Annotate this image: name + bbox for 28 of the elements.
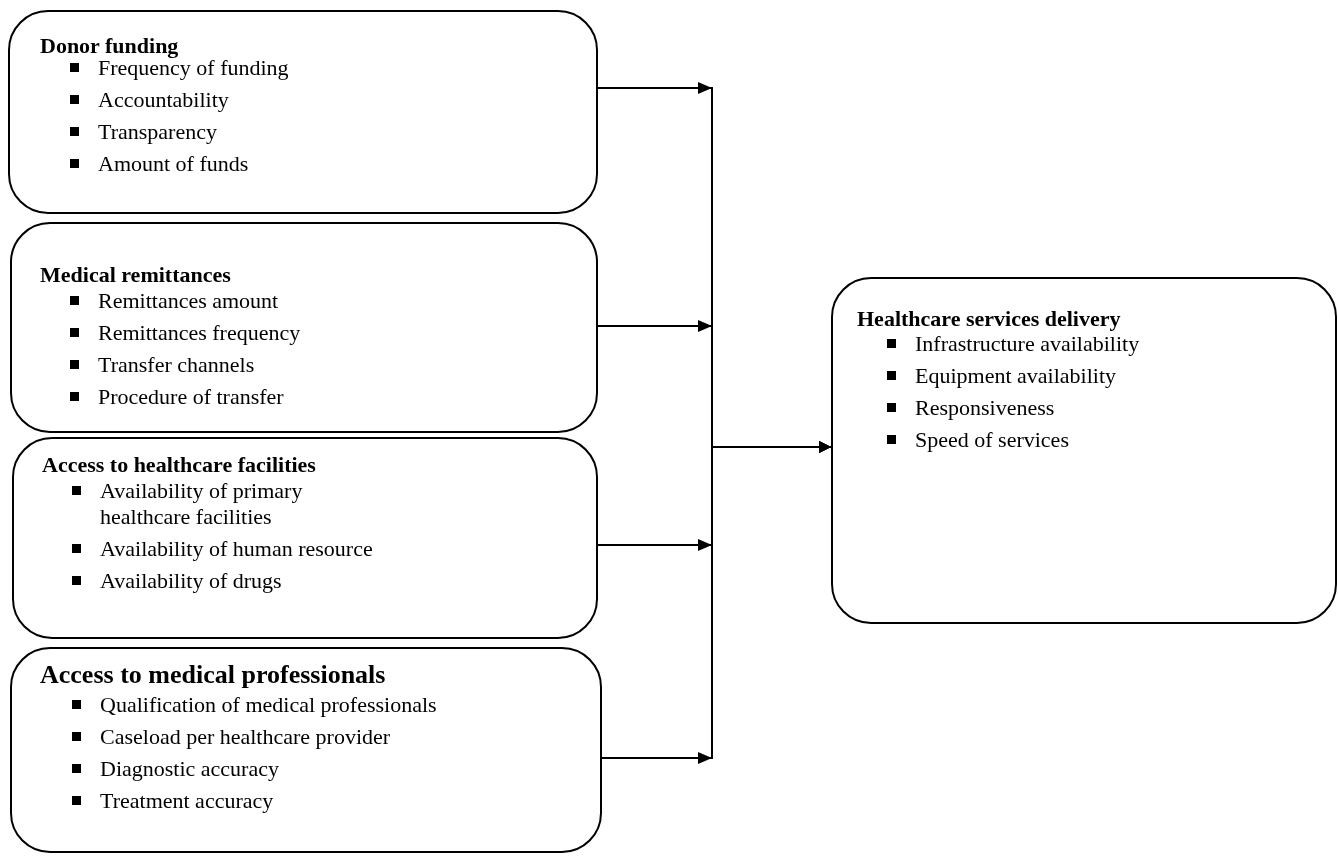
box-heading: Access to medical professionals	[40, 661, 386, 689]
list-item: Infrastructure availability	[915, 331, 1141, 357]
list-item: Availability of primary healthcare facilities	[100, 478, 304, 530]
rounded-box	[8, 10, 598, 214]
list-item: Qualification of medical professionals	[100, 692, 438, 718]
list-item: Availability of human resource	[100, 536, 374, 562]
rounded-box	[831, 277, 1337, 624]
list-item: Procedure of transfer	[98, 384, 285, 410]
list-item: Transparency	[98, 119, 218, 145]
rounded-box	[12, 437, 598, 639]
box-heading: Medical remittances	[40, 261, 231, 289]
list-item: Amount of funds	[98, 151, 250, 177]
list-item: Treatment accuracy	[100, 788, 275, 814]
list-item: Remittances amount	[98, 288, 280, 314]
rounded-box	[10, 222, 598, 433]
rounded-box	[10, 647, 602, 853]
box-heading: Donor funding	[40, 32, 179, 60]
list-item: Speed of services	[915, 427, 1070, 453]
list-item: Remittances frequency	[98, 320, 302, 346]
box-heading: Healthcare services delivery	[857, 305, 1121, 333]
list-item: Diagnostic accuracy	[100, 756, 280, 782]
box-heading: Access to healthcare facilities	[42, 451, 316, 479]
list-item: Equipment availability	[915, 363, 1117, 389]
list-item: Transfer channels	[98, 352, 256, 378]
list-item: Availability of drugs	[100, 568, 283, 594]
list-item: Responsiveness	[915, 395, 1056, 421]
list-item: Caseload per healthcare provider	[100, 724, 392, 750]
list-item: Accountability	[98, 87, 230, 113]
